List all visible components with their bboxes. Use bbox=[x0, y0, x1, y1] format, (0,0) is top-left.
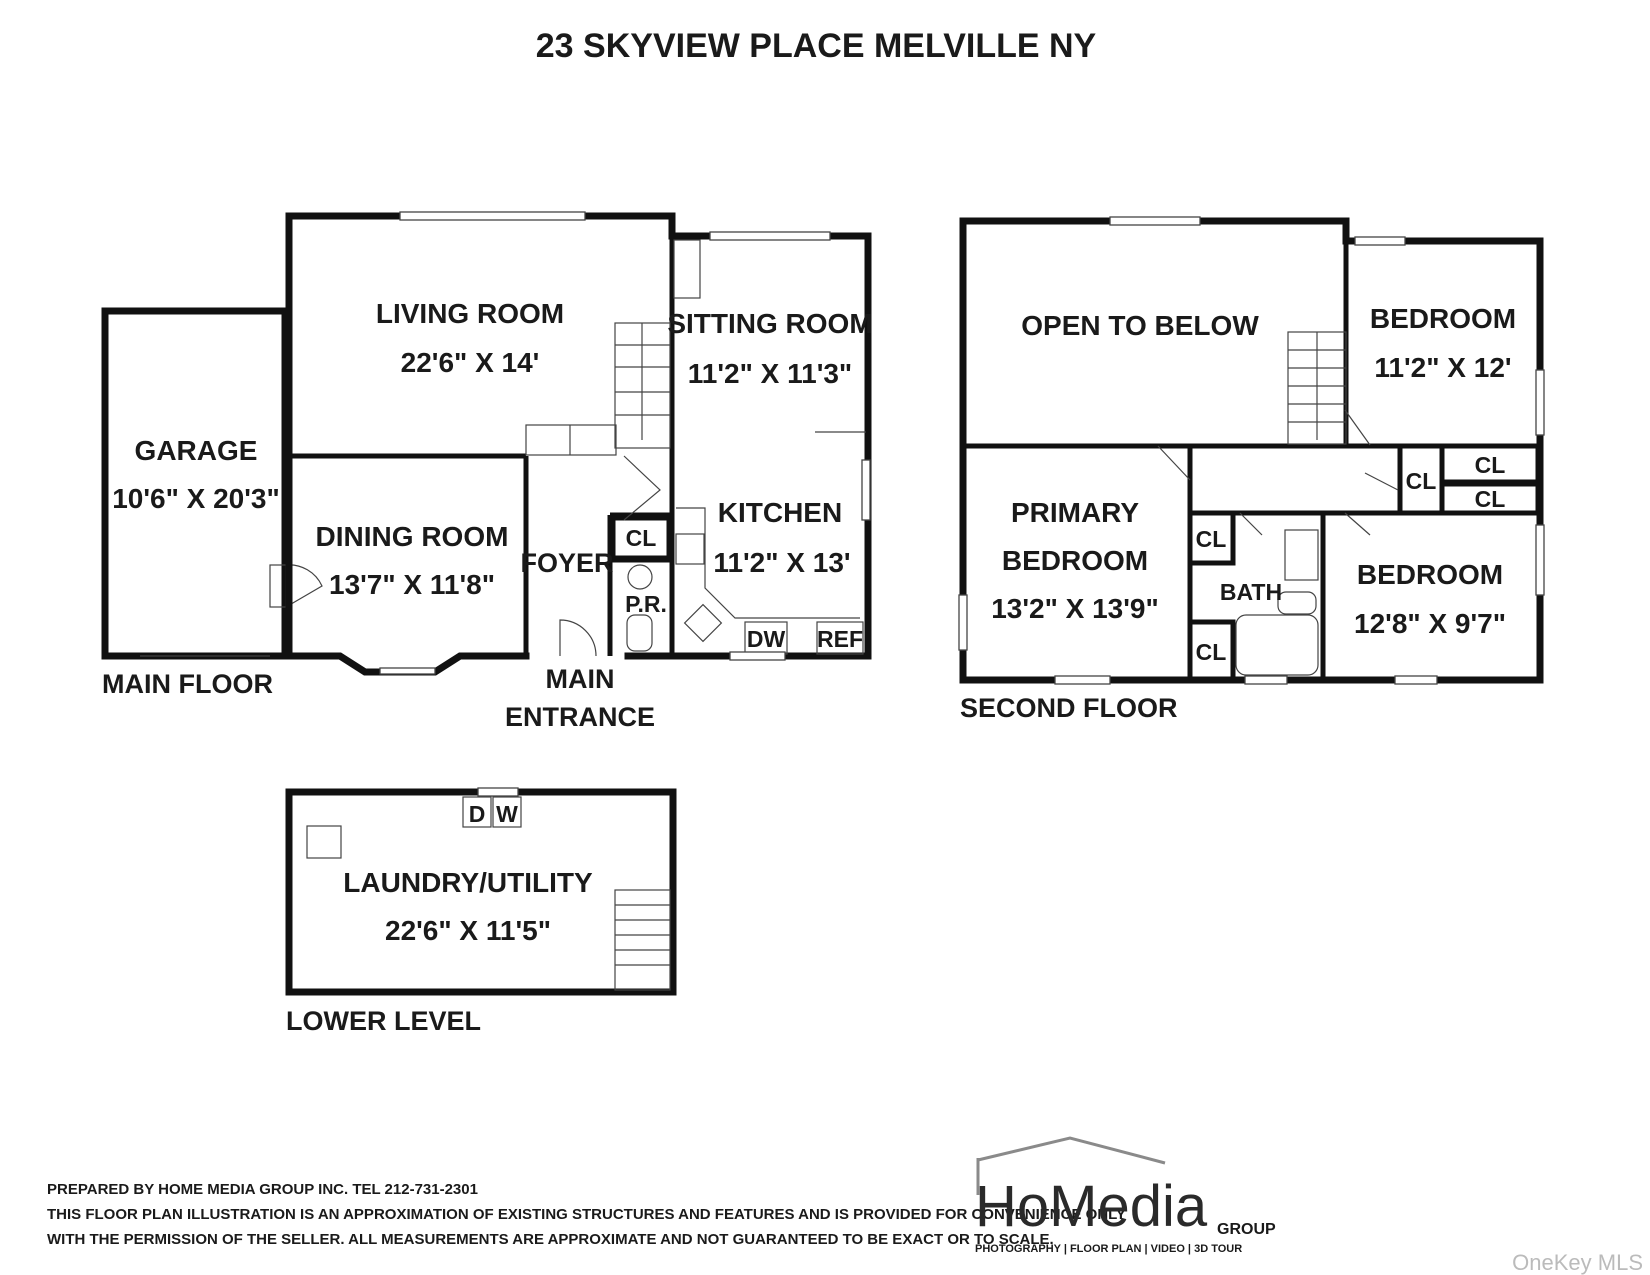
garage-name: GARAGE bbox=[135, 435, 258, 466]
kitchen-counter bbox=[676, 507, 860, 619]
sitting-window bbox=[709, 231, 831, 241]
dw-label: DW bbox=[747, 626, 786, 652]
bed2-window-side bbox=[1535, 524, 1545, 596]
main-entrance-line1: MAIN bbox=[546, 664, 615, 694]
prepared-by: PREPARED BY HOME MEDIA GROUP INC. TEL 21… bbox=[47, 1181, 478, 1198]
main-floor-label: MAIN FLOOR bbox=[102, 669, 273, 699]
logo-name: HoMedia bbox=[975, 1174, 1208, 1239]
closet-door bbox=[623, 455, 661, 521]
open-window bbox=[1109, 216, 1201, 226]
laundry-dims: 22'6" X 11'5" bbox=[385, 915, 551, 946]
laundry-name: LAUNDRY/UTILITY bbox=[343, 867, 593, 898]
toilet-icon bbox=[626, 614, 653, 652]
watermark: OneKey MLS bbox=[1512, 1250, 1643, 1275]
closet-primary1-label: CL bbox=[1196, 526, 1227, 552]
dryer-label: D bbox=[469, 801, 486, 827]
bed1-window-side bbox=[1535, 369, 1545, 436]
entrance-door bbox=[559, 619, 597, 657]
bay-window bbox=[379, 667, 436, 675]
second-floor bbox=[958, 216, 1545, 685]
second-stairs bbox=[1287, 331, 1347, 445]
primary-name-line1: PRIMARY bbox=[1011, 497, 1139, 528]
laundry-window bbox=[477, 787, 519, 797]
living-window bbox=[399, 211, 586, 221]
logo-tagline: PHOTOGRAPHY | FLOOR PLAN | VIDEO | 3D TO… bbox=[975, 1243, 1242, 1255]
bath-door bbox=[1239, 512, 1263, 536]
sink-icon bbox=[683, 603, 723, 643]
foyer-name: FOYER bbox=[520, 548, 613, 578]
logo-group: GROUP bbox=[1217, 1221, 1276, 1238]
ref-label: REF bbox=[817, 626, 863, 652]
kitchen-window-bottom bbox=[729, 651, 786, 661]
dining-room-dims: 13'7" X 11'8" bbox=[329, 569, 495, 600]
disclaimer-line1: THIS FLOOR PLAN ILLUSTRATION IS AN APPRO… bbox=[47, 1206, 1126, 1223]
bathtub-icon bbox=[1235, 614, 1319, 676]
second-floor-label: SECOND FLOOR bbox=[960, 693, 1178, 723]
main-closet bbox=[610, 515, 672, 561]
disclaimer-line2: WITH THE PERMISSION OF THE SELLER. ALL M… bbox=[47, 1231, 1054, 1248]
primary-window-bottom bbox=[1054, 675, 1111, 685]
bath-window bbox=[1244, 675, 1288, 685]
washer-box bbox=[492, 796, 522, 828]
closet-bed2-label: CL bbox=[1475, 486, 1506, 512]
bedroom2-name: BEDROOM bbox=[1357, 559, 1503, 590]
vanity-icon bbox=[1284, 529, 1319, 581]
closet-hall-label: CL bbox=[1406, 468, 1437, 494]
lower-level-label: LOWER LEVEL bbox=[286, 1006, 481, 1036]
living-room-name: LIVING ROOM bbox=[376, 298, 564, 329]
bed2-window-bottom bbox=[1394, 675, 1438, 685]
bath-toilet-icon bbox=[1277, 591, 1317, 615]
primary-name-line2: BEDROOM bbox=[1002, 545, 1148, 576]
primary-window bbox=[958, 594, 968, 651]
main-closet-label: CL bbox=[626, 525, 657, 551]
closet-primary2-label: CL bbox=[1196, 639, 1227, 665]
sitting-room-dims: 11'2" X 11'3" bbox=[688, 358, 852, 389]
bedroom2-dims: 12'8" X 9'7" bbox=[1354, 608, 1506, 639]
living-room-dims: 22'6" X 14' bbox=[401, 347, 540, 378]
pr-sink-icon bbox=[627, 564, 653, 590]
kitchen-window bbox=[861, 459, 871, 521]
primary-door bbox=[1157, 445, 1191, 481]
dryer-box bbox=[462, 796, 492, 828]
lower-stairs bbox=[614, 889, 671, 991]
main-floor bbox=[101, 211, 872, 676]
bedroom1-name: BEDROOM bbox=[1370, 303, 1516, 334]
closet-bed1-label: CL bbox=[1475, 452, 1506, 478]
bed1-window bbox=[1354, 236, 1406, 246]
main-entrance-line2: ENTRANCE bbox=[505, 702, 655, 732]
sitting-room-name: SITTING ROOM bbox=[667, 308, 872, 339]
kitchen-dims: 11'2" X 13' bbox=[713, 547, 850, 578]
powder-room-label: P.R. bbox=[625, 591, 667, 617]
primary-dims: 13'2" X 13'9" bbox=[991, 593, 1159, 624]
washer-label: W bbox=[496, 801, 518, 827]
kitchen-name: KITCHEN bbox=[718, 497, 842, 528]
plan-title: 23 SKYVIEW PLACE MELVILLE NY bbox=[536, 27, 1097, 65]
bed1-door bbox=[1344, 409, 1371, 446]
hall-closet-door bbox=[1364, 472, 1399, 491]
ref-box bbox=[816, 621, 864, 655]
utility-box bbox=[306, 825, 342, 859]
garage-dims: 10'6" X 20'3" bbox=[112, 483, 280, 514]
open-to-below-label: OPEN TO BELOW bbox=[1021, 310, 1259, 341]
main-stairs bbox=[525, 239, 701, 456]
lower-level bbox=[285, 787, 677, 996]
bed2-door bbox=[1344, 512, 1371, 536]
bedroom1-dims: 11'2" X 12' bbox=[1374, 352, 1511, 383]
homedia-logo: HoMedia GROUP PHOTOGRAPHY | FLOOR PLAN |… bbox=[975, 1136, 1276, 1255]
stove-icon bbox=[675, 533, 705, 565]
dining-room-name: DINING ROOM bbox=[316, 521, 509, 552]
bath-label: BATH bbox=[1220, 579, 1282, 605]
